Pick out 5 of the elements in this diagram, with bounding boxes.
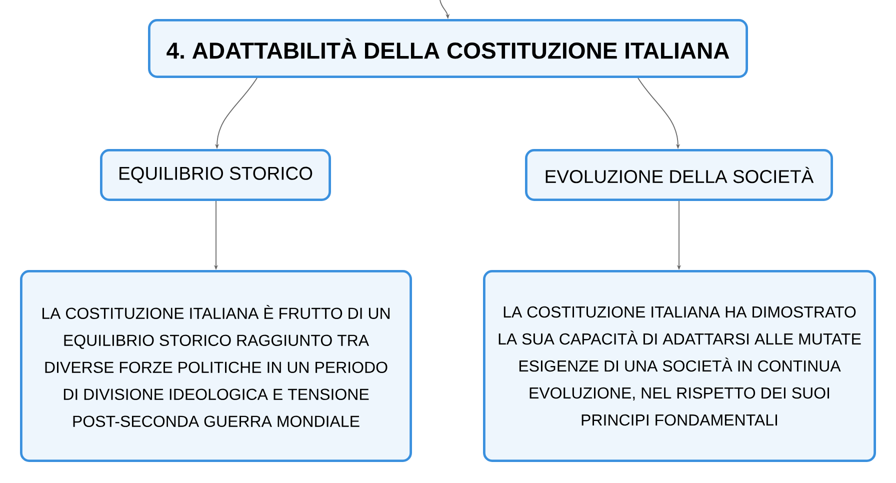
description-box: LA COSTITUZIONE ITALIANA HA DIMOSTRATO LA SUA CAPACITÀ DI ADATTARSI ALLE MUTATE ESIGENZE DI UNA SOCIETÀ IN CONTINUA EVOLUZIONE, NEL RISPETTO DEI SUOI PRINCIPI FONDAMENTALI <box>483 270 876 462</box>
title-box: 4. ADATTABILITÀ DELLA COSTITUZIONE ITALIANA <box>148 19 748 78</box>
topic-box: EVOLUZIONE DELLA SOCIETÀ <box>525 149 833 201</box>
topic-box: EQUILIBRIO STORICO <box>100 149 331 201</box>
description-box: LA COSTITUZIONE ITALIANA È FRUTTO DI UN EQUILIBRIO STORICO RAGGIUNTO TRA DIVERSE FORZE POLITICHE IN UN PERIODO DI DIVISIONE IDEOLOGICA E TENSIONE POST-SECONDA GUERRA MONDIALE <box>20 270 412 462</box>
